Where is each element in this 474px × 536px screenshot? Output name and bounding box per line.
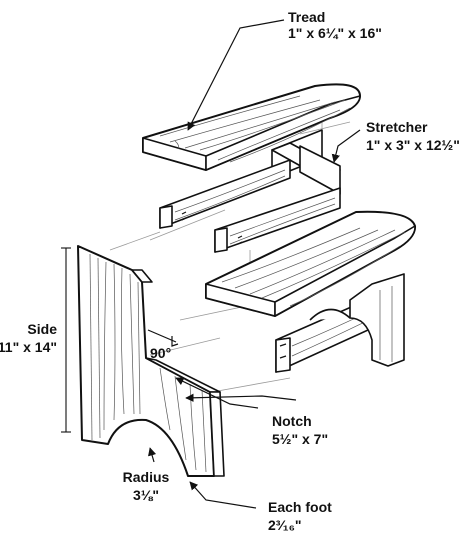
label-angle: 90° [150,345,171,361]
foot-size: 2³⁄₁₆" [268,517,302,533]
lower-stretcher-assembly [275,273,405,373]
label-side: Side 11" x 14" [0,321,57,355]
side-size: 11" x 14" [0,339,57,355]
stretcher-label: Stretcher [366,119,428,135]
foot-label: Each foot [268,499,332,515]
label-notch: Notch 5½" x 7" [272,413,328,447]
tread-top [142,83,361,171]
label-radius: Radius 3⅛" [123,469,170,503]
label-foot: Each foot 2³⁄₁₆" [268,499,332,533]
stretcher-size: 1" x 3" x 12½" [366,137,460,153]
tread-size: 1" x 6¼" x 16" [288,25,382,41]
angle-label: 90° [150,345,171,361]
side-height-dimension [61,247,71,433]
notch-size: 5½" x 7" [272,431,328,447]
label-tread: Tread 1" x 6¼" x 16" [288,9,382,41]
notch-label: Notch [272,413,312,429]
side-label: Side [27,321,57,337]
tread-lower [205,210,417,317]
side-panel [77,245,225,477]
radius-size: 3⅛" [133,487,159,503]
leader-lines [148,19,361,509]
radius-label: Radius [123,469,170,485]
label-stretcher: Stretcher 1" x 3" x 12½" [366,119,460,153]
upper-stretcher-assembly [159,129,341,253]
tread-label: Tread [288,9,325,25]
